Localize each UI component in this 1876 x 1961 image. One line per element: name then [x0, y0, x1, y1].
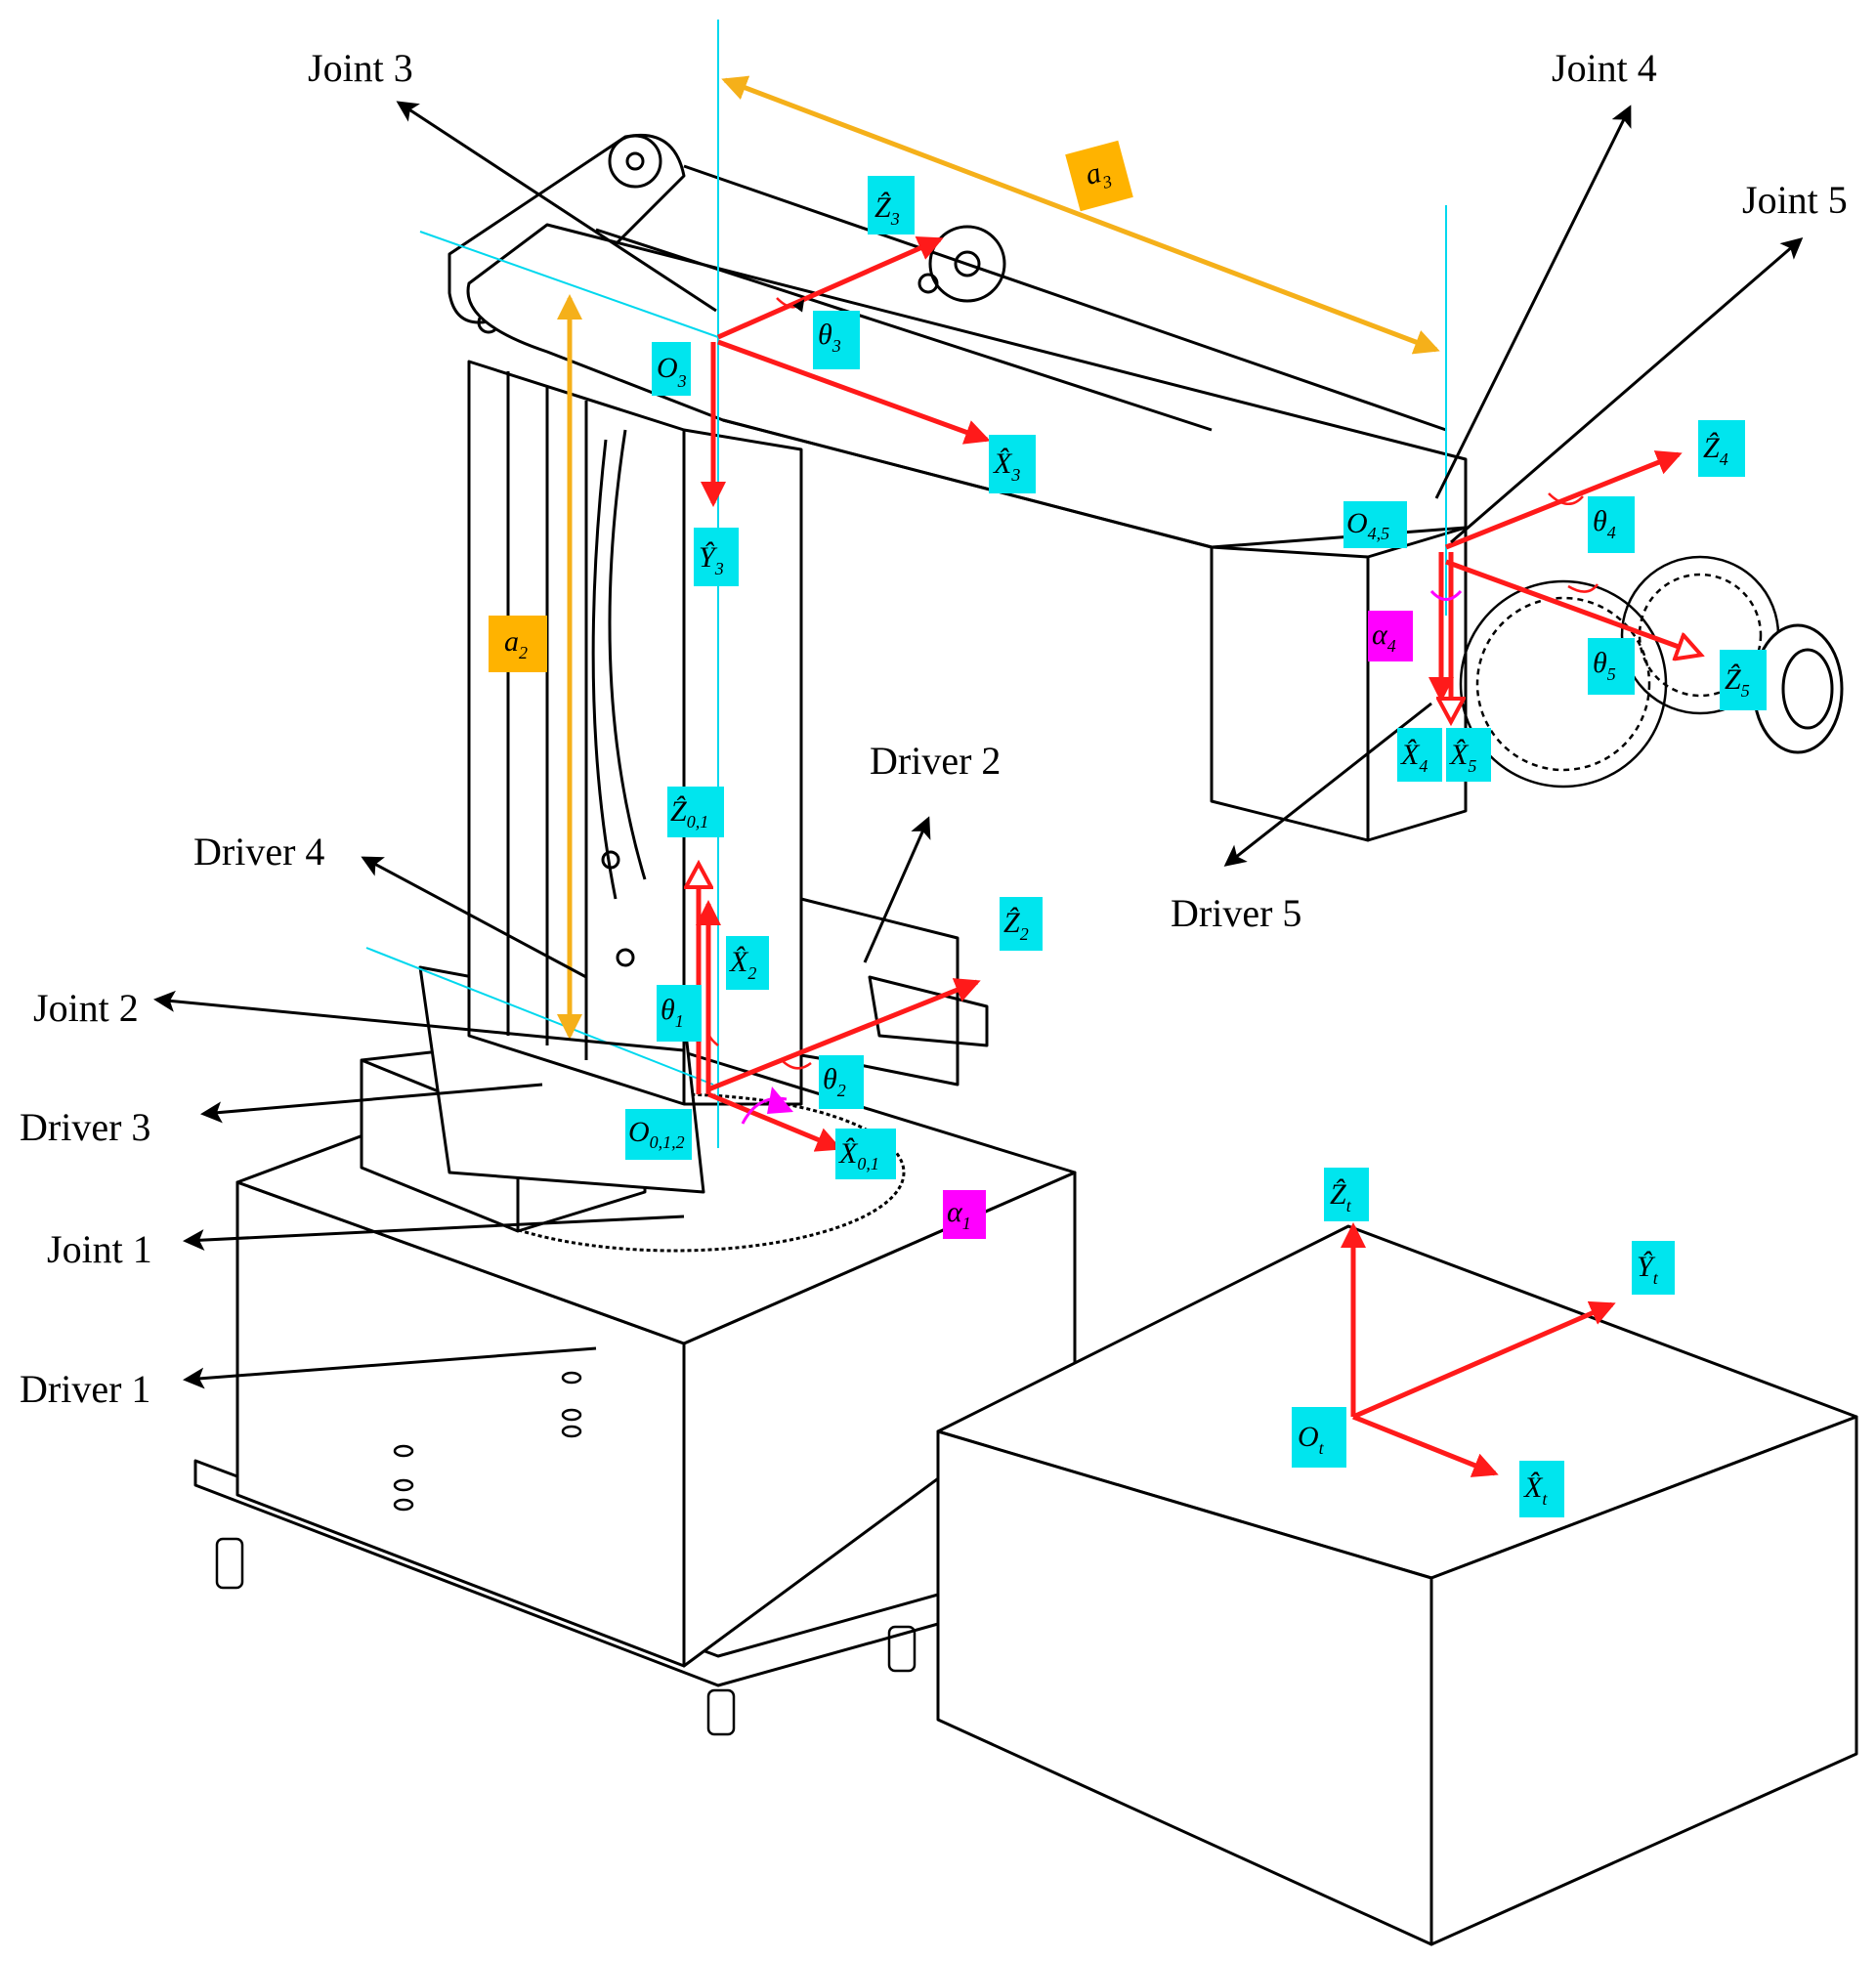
- label-joint-5: Joint 5: [1742, 178, 1848, 222]
- svg-text:Ŷ3: Ŷ3: [699, 541, 724, 578]
- label-joint-3: Joint 3: [308, 46, 413, 90]
- svg-text:X̂t: X̂t: [1523, 1471, 1548, 1509]
- svg-text:α1: α1: [947, 1196, 971, 1233]
- coordinate-axes: [699, 235, 1700, 1477]
- theta5-badge: θ5: [1588, 638, 1635, 695]
- label-driver-5: Driver 5: [1171, 891, 1301, 935]
- zt-badge: Ẑt: [1324, 1168, 1369, 1221]
- label-joint-2: Joint 2: [33, 986, 139, 1030]
- svg-text:Ŷt: Ŷt: [1637, 1251, 1659, 1288]
- label-driver-4: Driver 4: [193, 830, 324, 874]
- theta1-badge: θ1: [657, 985, 702, 1042]
- svg-text:X̂0,1: X̂0,1: [838, 1137, 879, 1173]
- svg-text:X̂5: X̂5: [1449, 739, 1476, 776]
- alpha1-badge: α1: [943, 1190, 986, 1239]
- svg-text:Ẑ4: Ẑ4: [1703, 432, 1728, 469]
- a2-badge: a2: [489, 616, 547, 672]
- svg-text:O3: O3: [657, 352, 687, 391]
- x3-badge: X̂3: [989, 435, 1036, 493]
- z2-axis: [707, 978, 981, 1092]
- callout-leaders: [153, 101, 1804, 1389]
- label-driver-2: Driver 2: [870, 739, 1001, 783]
- svg-text:Ẑ3: Ẑ3: [874, 192, 900, 229]
- svg-text:Ot: Ot: [1298, 1421, 1325, 1458]
- o012-badge: O0,1,2: [625, 1109, 692, 1160]
- svg-text:Ẑ5: Ẑ5: [1725, 663, 1750, 701]
- svg-text:θ4: θ4: [1593, 505, 1616, 542]
- z01-badge: Ẑ0,1: [667, 787, 724, 837]
- a3-badge: a3: [1065, 140, 1133, 212]
- callout-labels: Joint 3 Joint 4 Joint 5 Driver 2 Driver …: [20, 46, 1848, 1411]
- x4-badge: X̂4: [1397, 728, 1442, 782]
- a3-dimension-line: [721, 75, 1440, 355]
- z5-badge: Ẑ5: [1720, 650, 1767, 710]
- svg-text:X̂4: X̂4: [1400, 739, 1428, 776]
- z4-badge: Ẑ4: [1698, 420, 1745, 477]
- dimension-arrows: [557, 75, 1440, 1040]
- yt-badge: Ŷt: [1632, 1241, 1675, 1295]
- xt-axis: [1352, 1414, 1499, 1477]
- label-driver-3: Driver 3: [20, 1105, 150, 1149]
- x01-badge: X̂0,1: [835, 1129, 896, 1179]
- svg-text:Ẑt: Ẑt: [1330, 1178, 1352, 1215]
- symbol-badges: a3 a2 O3 Ẑ3 θ3 X̂3 Ŷ3 O4,5: [489, 140, 1767, 1517]
- svg-text:Ẑ2: Ẑ2: [1003, 907, 1029, 944]
- theta3-badge: θ3: [813, 311, 860, 369]
- svg-text:X̂2: X̂2: [729, 946, 756, 983]
- x5-badge: X̂5: [1446, 728, 1491, 782]
- label-joint-4: Joint 4: [1552, 46, 1657, 90]
- z3-axis: [716, 235, 944, 340]
- ot-badge: Ot: [1292, 1407, 1346, 1468]
- yt-axis: [1352, 1300, 1616, 1420]
- z5-axis: [1445, 559, 1700, 655]
- svg-text:θ2: θ2: [823, 1063, 846, 1100]
- svg-text:θ5: θ5: [1593, 647, 1616, 684]
- label-joint-1: Joint 1: [47, 1227, 152, 1271]
- svg-text:O4,5: O4,5: [1346, 507, 1389, 543]
- svg-text:X̂3: X̂3: [993, 448, 1020, 485]
- x2-badge: X̂2: [726, 936, 769, 990]
- svg-text:θ1: θ1: [661, 994, 684, 1031]
- label-driver-1: Driver 1: [20, 1367, 150, 1411]
- o3-badge: O3: [652, 342, 691, 396]
- svg-text:α4: α4: [1372, 618, 1396, 656]
- theta4-badge: θ4: [1588, 496, 1635, 553]
- x01-axis: [707, 1091, 842, 1152]
- svg-text:Ẑ0,1: Ẑ0,1: [670, 795, 708, 831]
- svg-text:θ3: θ3: [818, 319, 841, 356]
- alpha4-badge: α4: [1368, 611, 1413, 661]
- xt-badge: X̂t: [1519, 1461, 1564, 1517]
- x3-axis: [717, 339, 991, 445]
- svg-text:a2: a2: [504, 625, 528, 662]
- y3-badge: Ŷ3: [694, 528, 739, 586]
- o45-badge: O4,5: [1343, 501, 1407, 548]
- z3-badge: Ẑ3: [868, 176, 915, 234]
- svg-text:O0,1,2: O0,1,2: [628, 1116, 685, 1152]
- z4-axis: [1445, 450, 1683, 550]
- robot-drawing: [193, 133, 1858, 1946]
- theta2-badge: θ2: [819, 1055, 864, 1109]
- z2-badge: Ẑ2: [1000, 897, 1043, 951]
